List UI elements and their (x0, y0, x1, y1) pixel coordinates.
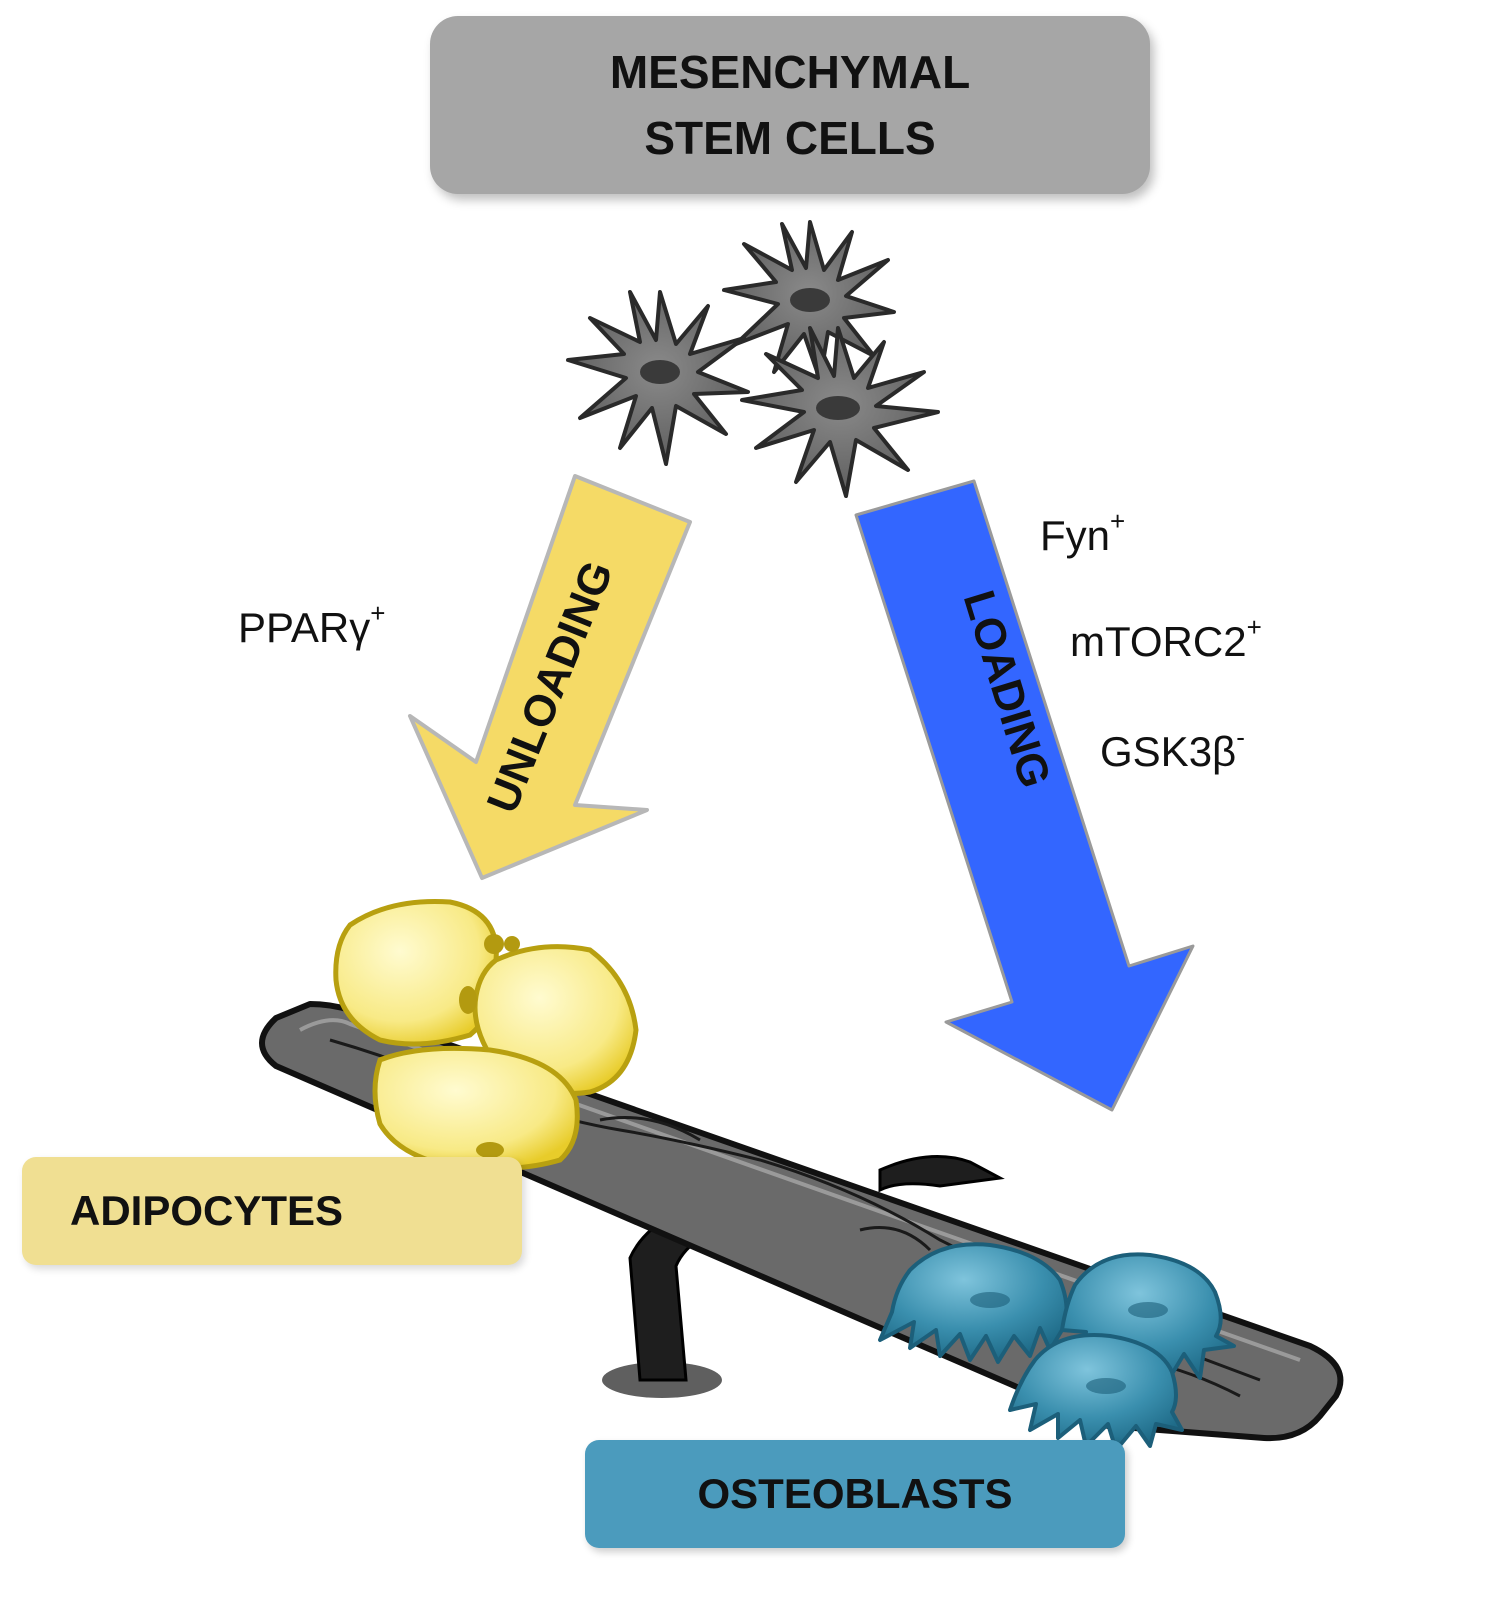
stem-cell-cluster (566, 220, 940, 498)
adipocyte-cluster (333, 899, 639, 1172)
gsk3b-text: GSK3β (1100, 728, 1237, 775)
gsk3b-sign: - (1236, 722, 1245, 752)
adipocytes-label: ADIPOCYTES (70, 1187, 344, 1234)
msc-title-line2: STEM CELLS (644, 112, 936, 164)
osteoblast-cell-3 (1008, 1333, 1184, 1452)
osteoblasts-label: OSTEOBLASTS (697, 1470, 1013, 1517)
fyn-text: Fyn (1040, 512, 1111, 559)
adipocyte-cell-1 (333, 899, 499, 1047)
stem-cell-3 (740, 326, 940, 498)
osteoblast-cluster (878, 1242, 1236, 1452)
stem-cell-2 (566, 290, 750, 466)
stem-cell-1 (722, 220, 896, 382)
loading-arrow: LOADING (854, 479, 1195, 1112)
mesenchymal-stem-cells-box: MESENCHYMAL STEM CELLS (430, 16, 1150, 194)
mtorc2-sign: + (1246, 612, 1262, 642)
unloading-arrow: UNLOADING (408, 474, 692, 880)
ppar-gamma-text: PPARγ (238, 604, 371, 651)
osteoblasts-label-box: OSTEOBLASTS (585, 1440, 1125, 1548)
adipocyte-cell-3 (372, 1045, 580, 1172)
msc-title-line1: MESENCHYMAL (609, 46, 971, 98)
fyn-marker: Fyn+ (1040, 508, 1125, 560)
fyn-sign: + (1110, 506, 1126, 536)
ppar-gamma-marker: PPARγ+ (238, 600, 385, 652)
adipocytes-label-box: ADIPOCYTES (22, 1157, 522, 1265)
mtorc2-text: mTORC2 (1070, 618, 1247, 665)
ppar-gamma-sign: + (370, 598, 386, 628)
gsk3b-marker: GSK3β- (1100, 724, 1245, 776)
mtorc2-marker: mTORC2+ (1070, 614, 1262, 666)
